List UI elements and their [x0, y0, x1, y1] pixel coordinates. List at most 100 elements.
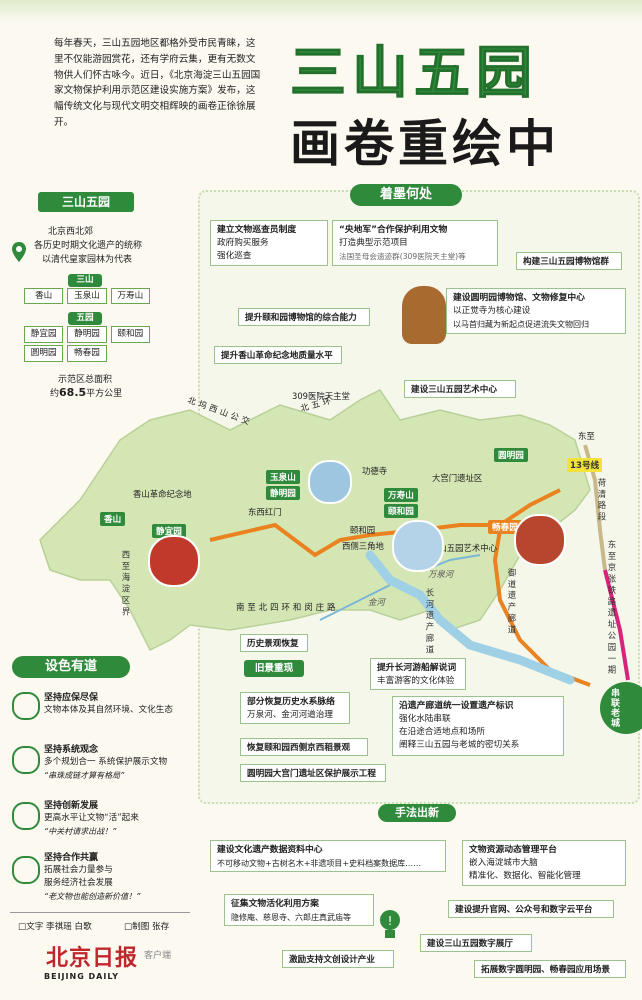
shoufa-header: 手法出新	[378, 804, 456, 822]
road-east-top: 东至	[578, 431, 595, 441]
desc-line1: 各历史时期文化遗产的统称	[34, 241, 143, 251]
lightbulb-icon: !	[378, 908, 402, 942]
box-data-center: 建设文化遗产数据资料中心 不可移动文物+古树名木+非遗项目+史料档案数据库……	[210, 840, 446, 872]
san-item: 万寿山	[110, 288, 150, 304]
principle-2-title: 坚持系统观念	[44, 745, 99, 755]
san-item: 玉泉山	[67, 288, 107, 304]
box-changhe-l1: 丰富游客的文化体验	[377, 676, 455, 686]
san-items: 香山 玉泉山 万寿山	[24, 288, 150, 304]
beijing-daily-sub: 客户端	[144, 951, 172, 961]
tag-yuquanshan: 玉泉山	[266, 470, 300, 484]
box-inspector-l1: 政府购买服务	[217, 238, 269, 248]
corridor-changhe: 长河遗产廊道	[425, 588, 435, 657]
place-yiheyuan: 颐和园	[350, 525, 376, 535]
picture-yuquan-pagoda	[308, 460, 352, 504]
jiumao-tag: 旧景重现	[244, 660, 304, 677]
box-relic-title: 沿遗产廊道统一设置遗产标识	[399, 701, 514, 711]
area-unit: 平方公里	[86, 389, 123, 399]
box-creative: 激励支持文创设计产业	[282, 950, 394, 968]
box-yuanmingyuan-museum: 建设圆明园博物馆、文物修复中心 以正觉寺为核心建设 以马首归藏为新起点促进流失文…	[446, 288, 626, 334]
picture-foxiang-ge	[392, 520, 444, 572]
place-dongxi-hongmen: 东西红门	[248, 507, 282, 517]
title-line2: 画卷重绘中	[290, 114, 560, 173]
principle-4-title: 坚持合作共赢	[44, 853, 99, 863]
box-water-title: 部分恢复历史水系脉络	[247, 697, 335, 707]
road-west: 西至海淀区界	[121, 550, 131, 619]
jin-river	[319, 584, 391, 621]
place-dagongmen: 大宫门遗址区	[432, 473, 483, 483]
title-line1: 三山五园	[290, 40, 538, 107]
wu-item: 圆明园	[24, 345, 64, 362]
box-ymy-museum-l2: 以马首归藏为新起点促进流失文物回归	[453, 320, 589, 329]
principle-3-l2: “中关村请求出战！”	[44, 827, 117, 836]
seise-header: 设色有道	[12, 656, 130, 678]
place-xiyi: 西侧三角地	[342, 541, 384, 551]
box-relic-sign: 沿遗产廊道统一设置遗产标识 强化水陆串联 在沿途合适地点和场所 阐释三山五园与老…	[392, 696, 564, 756]
beijing-daily-logo: 北京日报	[46, 945, 139, 971]
box-yangdijun: “央地军”合作保护利用文物 打造典型示范项目 法国圣母会遗迹群(309医院天主堂…	[332, 220, 498, 266]
shield-plant-icon	[12, 692, 40, 720]
handshake-icon	[12, 856, 40, 884]
box-changhe-title: 提升长河游船解说词	[377, 663, 457, 673]
san-item: 香山	[24, 288, 64, 304]
box-yangdijun-title: “央地军”合作保护利用文物	[339, 225, 448, 235]
corridor-yudao: 御道遗产廊道	[507, 568, 517, 637]
box-water-l1: 万泉河、金河河道治理	[247, 710, 333, 720]
place-tianzhutang: 309医院天主堂	[292, 391, 350, 401]
road-east: 东至京张铁路遗址公园一期	[607, 540, 617, 677]
box-yangdijun-l2: 法国圣母会遗迹群(309医院天主堂)等	[339, 252, 466, 261]
box-jingxi-rice: 恢复颐和园西侧京西稻景观	[240, 738, 368, 756]
place-gongde: 功德寺	[362, 466, 388, 476]
principle-1-l1: 文物本体及其自然环境、文化生态	[44, 705, 173, 715]
principle-4-l2: 服务经济社会发展	[44, 878, 113, 888]
box-water-system: 部分恢复历史水系脉络 万泉河、金河河道治理	[240, 692, 350, 724]
box-yangdijun-l1: 打造典型示范项目	[339, 238, 408, 248]
credits-divider	[10, 912, 190, 913]
san-label: 三山	[68, 274, 102, 287]
box-activation-l1: 隐修庵、慈恩寺、六郎庄真武庙等	[231, 913, 351, 922]
brain-gear-icon	[12, 802, 40, 830]
credit-chart: □制图 张存	[124, 922, 170, 932]
principle-4-l3: “老文物也能创造新价值！”	[44, 892, 141, 901]
principle-2-l2: “串珠成链才算有格局”	[44, 771, 125, 780]
box-relic-l3: 阐释三山五园与老城的密切关系	[399, 740, 520, 750]
principle-3-l1: 更高水平让文物“活”起来	[44, 813, 139, 823]
area-label: 示范区总面积	[58, 375, 113, 385]
box-inspector: 建立文物巡查员制度 政府购买服务 强化巡查	[210, 220, 328, 266]
box-museum-group: 构建三山五园博物馆群	[516, 252, 622, 270]
box-inspector-l2: 强化巡查	[217, 251, 252, 261]
credit-text: □文字 李祺瑶 白歌	[18, 922, 92, 932]
box-dynamic-platform: 文物资源动态管理平台 嵌入海淀城市大脑 精准化、数据化、智能化管理	[462, 840, 626, 886]
box-ymy-museum-title: 建设圆明园博物馆、文物修复中心	[453, 293, 585, 303]
network-icon	[12, 746, 40, 774]
box-art-center: 建设三山五园艺术中心	[404, 380, 516, 398]
principle-1: 坚持应保尽保 文物本体及其自然环境、文化生态	[8, 690, 198, 730]
principle-3: 坚持创新发展 更高水平让文物“活”起来 “中关村请求出战！”	[8, 798, 198, 846]
box-changhe-boat: 提升长河游船解说词 丰富游客的文化体验	[370, 658, 466, 690]
chuanlian-text: 串联老城	[609, 688, 619, 728]
tag-yuanmingyuan: 圆明园	[494, 448, 528, 462]
box-activation-title: 征集文物活化利用方案	[231, 899, 319, 909]
pink-railway	[603, 569, 630, 681]
box-yiheyuan-museum: 提升颐和园博物馆的综合能力	[238, 308, 370, 326]
box-inspector-title: 建立文物巡查员制度	[217, 225, 297, 235]
wu-item: 静宜园	[24, 326, 64, 343]
place-xiangshan-memorial: 香山革命纪念地	[133, 489, 192, 499]
box-relic-l2: 在沿途合适地点和场所	[399, 727, 485, 737]
box-platform-title: 文物资源动态管理平台	[469, 845, 557, 855]
tag-jingyiyuan: 静宜园	[152, 524, 186, 538]
principle-1-title: 坚持应保尽保	[44, 693, 99, 703]
wu-item: 畅春园	[67, 345, 107, 362]
box-digital-hall: 建设三山五园数字展厅	[420, 934, 532, 952]
place-art-center: 三山五园艺术中心	[430, 543, 497, 553]
wu-label: 五园	[68, 312, 102, 325]
location-pin-icon	[12, 242, 26, 264]
box-xiangshan-memorial: 提升香山革命纪念地质量水平	[214, 346, 342, 364]
place-jin: 金河	[368, 597, 385, 607]
zhuomo-header: 着墨何处	[350, 184, 462, 206]
box-activation: 征集文物活化利用方案 隐修庵、慈恩寺、六郎庄真武庙等	[224, 894, 374, 926]
box-ymy-museum-l1: 以正觉寺为核心建设	[453, 306, 531, 316]
location-text: 北京西北郊	[48, 227, 94, 237]
box-platform-l2: 精准化、数据化、智能化管理	[469, 871, 581, 881]
wu-item: 颐和园	[110, 326, 150, 343]
